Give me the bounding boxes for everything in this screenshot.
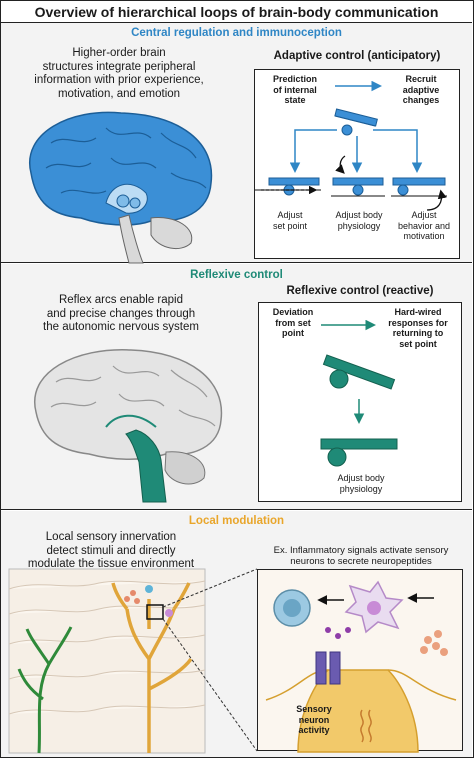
deviation-label: Deviation from set point [267, 307, 319, 339]
caption-line: Ex. Inflammatory signals activate sensor… [273, 545, 449, 556]
activity-line: activity [298, 725, 330, 735]
panel-reflexive-title: Reflexive control [190, 269, 283, 281]
sensory-activity-label: Sensory neuron activity [282, 704, 346, 736]
panel-reflexive-control: Reflexive control Reflex arcs enable rap… [1, 264, 472, 510]
desc-line: Higher-order brain [72, 47, 166, 59]
panel-central-title: Central regulation and immunoception [131, 27, 342, 39]
outcome-line: Adjust [411, 210, 437, 220]
desc-line: Local sensory innervation [45, 531, 177, 543]
adaptive-control-schematic [255, 80, 447, 211]
brain-blue-illustration [28, 111, 213, 264]
adaptive-control-title: Adaptive control (anticipatory) [273, 50, 441, 62]
desc-line: modulate the tissue environment [27, 558, 195, 570]
reflexive-outcome: Adjust body physiology [319, 473, 403, 494]
recruit-line: Recruit [405, 74, 437, 84]
outcome-line: Adjust body [335, 210, 383, 220]
hardwired-label: Hard-wired responses for returning to se… [377, 307, 459, 349]
desc-line: and precise changes through [46, 307, 196, 320]
outcome-line: set point [272, 220, 308, 231]
outcome-set-point: Adjust set point [265, 210, 315, 231]
desc-line: information with prior experience, [34, 74, 204, 86]
panel-central-regulation: Central regulation and immunoception Hig… [1, 23, 472, 264]
outcome-line: motivation [403, 231, 445, 241]
desc-line: the autonomic nervous system [43, 321, 199, 333]
prediction-label: Prediction of internal state [265, 74, 325, 106]
outcome-line: Adjust body [337, 473, 385, 483]
hardwired-line: Hard-wired [394, 307, 442, 317]
outcome-line: physiology [337, 220, 381, 231]
zoom-connector [162, 568, 258, 752]
panel-local-description: Local sensory innervation detect stimuli… [11, 531, 211, 572]
desc-line: detect stimuli and directly [46, 544, 176, 557]
activity-line: Sensory [296, 704, 332, 714]
prediction-line: Prediction [272, 74, 317, 84]
outcome-line: behavior and [397, 220, 451, 231]
reflexive-schematic [320, 319, 398, 467]
inset-box: Ex. Inflammatory signals activate sensor… [257, 545, 463, 753]
desc-line: motivation, and emotion [57, 87, 181, 100]
deviation-line: Deviation [272, 307, 314, 317]
outcome-behavior: Adjust behavior and motivation [391, 210, 457, 242]
brain-gray-illustration [33, 349, 223, 503]
desc-line: structures integrate peripheral [42, 60, 196, 73]
outcome-line: Adjust [277, 210, 303, 220]
caption-line: neurons to secrete neuropeptides [290, 555, 432, 567]
panel-local-modulation: Local modulation Local sensory innervati… [1, 511, 472, 757]
prediction-line: of internal [273, 84, 317, 95]
prediction-line: state [284, 95, 306, 105]
hardwired-line: returning to [392, 328, 444, 338]
reflexive-control-box: Reflexive control (reactive) Deviation f… [258, 285, 462, 502]
figure-title: Overview of hierarchical loops of brain-… [1, 1, 472, 23]
recruit-line: adaptive [402, 84, 440, 95]
inset-schematic [265, 580, 457, 753]
hardwired-line: responses for [388, 317, 448, 328]
deviation-line: from set [275, 317, 311, 328]
outcome-body-physiology: Adjust body physiology [327, 210, 391, 231]
hardwired-line: set point [399, 338, 437, 349]
panel-local-title: Local modulation [188, 515, 285, 527]
tissue-illustration [8, 568, 206, 754]
panel-central-description: Higher-order brain structures integrate … [19, 47, 219, 101]
deviation-line: point [282, 328, 304, 338]
activity-line: neuron [298, 714, 330, 725]
reflexive-control-title: Reflexive control (reactive) [286, 285, 434, 297]
desc-line: Reflex arcs enable rapid [58, 294, 183, 306]
outcome-line: physiology [339, 483, 383, 494]
recruit-line: changes [402, 95, 440, 105]
recruit-label: Recruit adaptive changes [391, 74, 451, 106]
adaptive-control-box: Adaptive control (anticipatory) Predicti… [254, 50, 460, 259]
inset-caption: Ex. Inflammatory signals activate sensor… [228, 545, 474, 567]
panel-reflexive-description: Reflex arcs enable rapid and precise cha… [16, 294, 226, 335]
